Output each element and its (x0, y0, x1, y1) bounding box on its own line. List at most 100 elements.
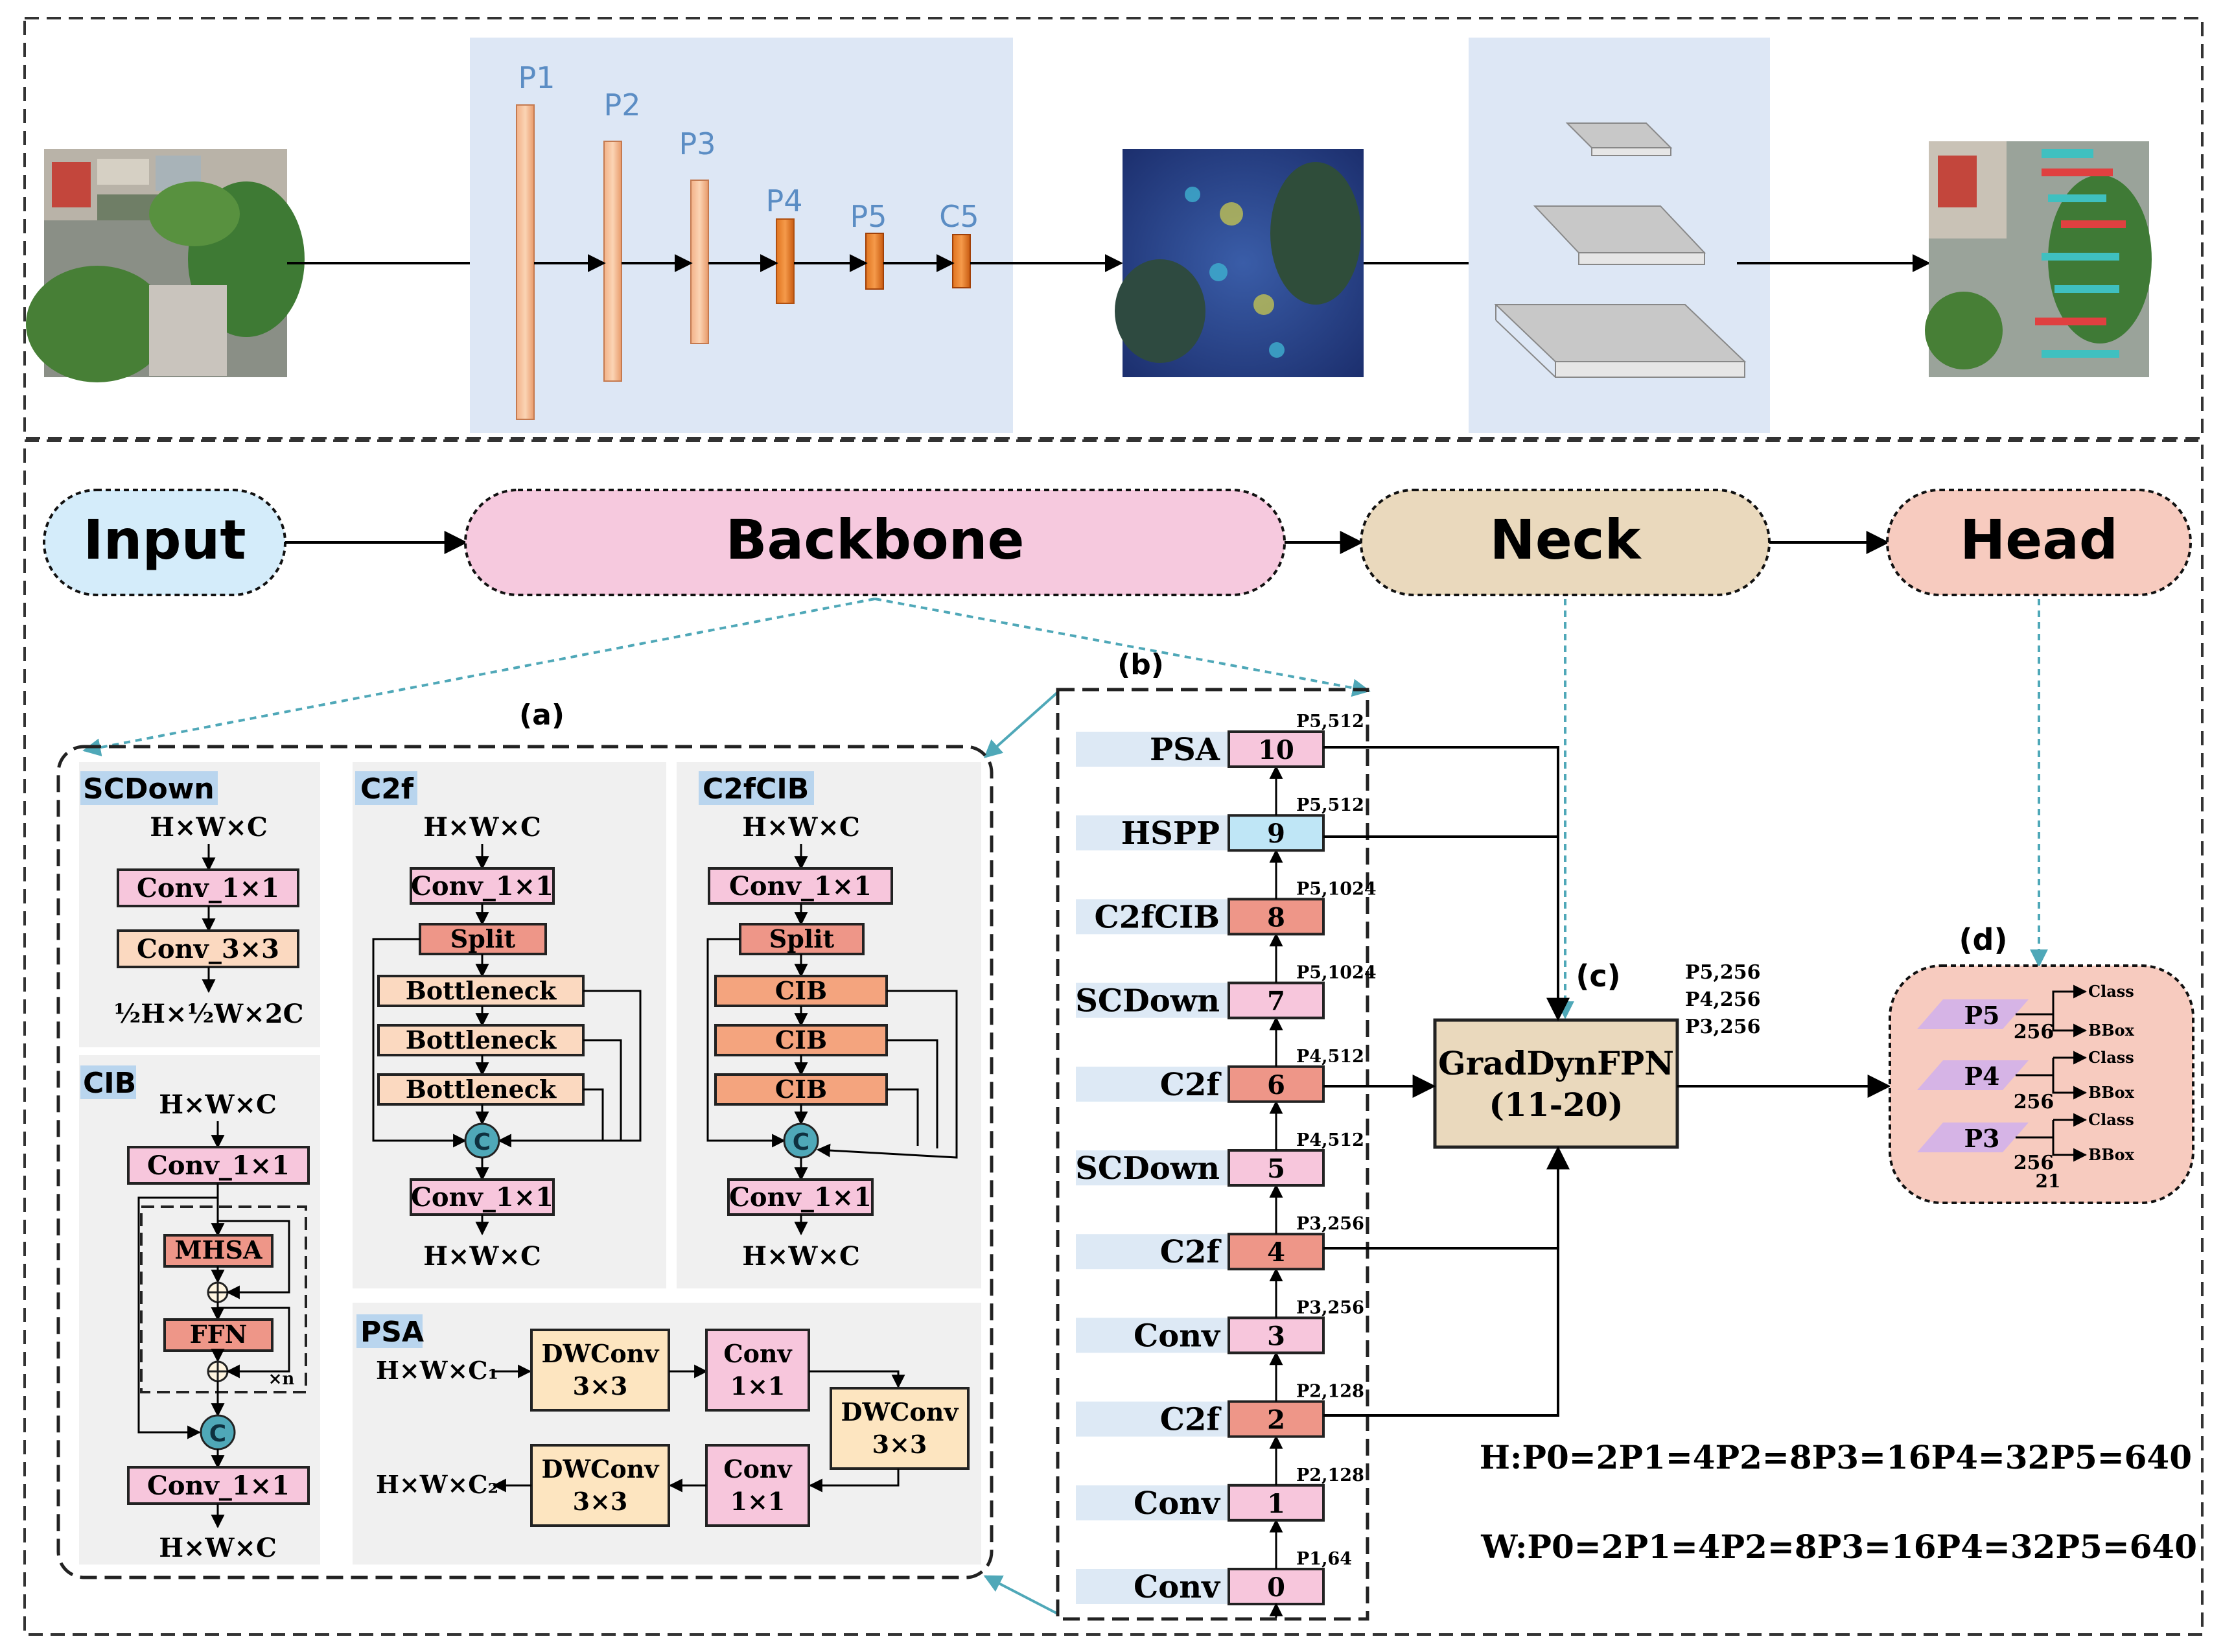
backbone-layer-band (1076, 1150, 1229, 1185)
backbone-layer-band (1076, 1569, 1229, 1604)
graddynfpn-name: GradDynFPN (1438, 1044, 1674, 1082)
label-c: (c) (1576, 959, 1620, 994)
c2f-concat-label: C (474, 1129, 491, 1156)
c2f-title-bg (355, 771, 417, 805)
c2f-conv-out-label: Conv_1×1 (411, 1182, 553, 1213)
c2f-bottleneck-1 (377, 975, 585, 1007)
psa-dwconv-1-line2: 3×3 (573, 1371, 628, 1401)
backbone-layer-dims: P5,512 (1296, 795, 1364, 815)
cib-conv-in (127, 1146, 310, 1185)
c2fcib-input-dims: H×W×C (742, 812, 860, 843)
scdown-title: SCDown (83, 773, 215, 806)
scdown-conv3x3-label: Conv_3×3 (137, 934, 279, 964)
psa-conv-1-line2: 1×1 (730, 1371, 786, 1401)
pyramid-bar-c5 (952, 234, 971, 288)
scdown-conv1x1-label: Conv_1×1 (137, 873, 279, 903)
backbone-layer-name: C2fCIB (1095, 899, 1220, 935)
head-p5-bbox: BBox (2088, 1021, 2135, 1040)
width-formula: W:P0=2P1=4P2=8P3=16P4=32P5=640 (1480, 1528, 2197, 1566)
pyramid-label-p1: P1 (518, 60, 555, 95)
backbone-layer-band (1076, 732, 1229, 767)
backbone-layer-band (1076, 1318, 1229, 1353)
backbone-layer-name: Conv (1134, 1318, 1221, 1354)
backbone-layer-name: C2f (1160, 1234, 1222, 1270)
neck-output-p3: P3,256 (1685, 1016, 1761, 1038)
cib-mhsa-label: MHSA (175, 1235, 262, 1264)
backbone-detail-group (1056, 688, 1369, 1621)
label-b: (b) (1117, 648, 1164, 681)
backbone-layer-dims: P2,128 (1296, 1382, 1364, 1402)
backbone-layer-index: 0 (1267, 1572, 1285, 1603)
head-p4-bbox: BBox (2088, 1083, 2135, 1102)
neck-output-p5: P5,256 (1685, 961, 1761, 984)
c2fcib-output-dims: H×W×C (742, 1241, 860, 1272)
c2fcib-cib-2-label: CIB (775, 1025, 827, 1054)
backbone-layer-index: 2 (1267, 1405, 1285, 1436)
backbone-layer-index: 9 (1267, 819, 1285, 849)
neck-plates (1494, 122, 1747, 378)
psa-dwconv-2-line1: DWConv (841, 1397, 960, 1426)
detection-output-image (1925, 141, 2152, 377)
psa-output-dims: H×W×C₂ (376, 1470, 498, 1499)
c2f-input-dims: H×W×C (423, 812, 541, 843)
c2f-output-dims: H×W×C (423, 1241, 541, 1272)
backbone-layer-name: PSA (1150, 732, 1220, 768)
backbone-layer-box (1228, 898, 1325, 936)
graddynfpn-block (1433, 1018, 1679, 1149)
backbone-layer-dims: P1,64 (1296, 1549, 1352, 1569)
head-scale-p5: P5 Class BBox 256 (1917, 982, 2135, 1043)
psa-input-dims: H×W×C₁ (376, 1356, 498, 1385)
cib-concat-label: C (209, 1421, 226, 1447)
input-image (26, 149, 305, 382)
c2f-split-label: Split (450, 924, 516, 953)
pyramid-bar-p3 (690, 180, 709, 344)
psa-title-bg (356, 1314, 423, 1348)
pyramid-bar-p1 (516, 104, 535, 420)
c2f-title: C2f (360, 773, 414, 806)
head-p3-class: Class (2088, 1110, 2134, 1129)
c2fcib-title: C2fCIB (703, 773, 809, 806)
scdown-title-bg (80, 771, 218, 805)
c2fcib-cib-3-label: CIB (775, 1075, 827, 1104)
cib-repeat-label: ×n (268, 1369, 295, 1389)
backbone-layer-dims: P2,128 (1296, 1465, 1364, 1485)
backbone-layer-box (1228, 1483, 1325, 1522)
c2f-conv-out (410, 1178, 555, 1216)
c2fcib-conv-in-label: Conv_1×1 (729, 871, 872, 902)
backbone-layer-9: HSPP 9 P5,512 (1076, 765, 1364, 852)
backbone-layer-dims: P3,256 (1296, 1297, 1364, 1318)
bottom-panel-border (23, 439, 2204, 1636)
backbone-layer-box (1228, 1400, 1325, 1438)
backbone-layer-band (1076, 1401, 1229, 1437)
cib-title-bg (80, 1065, 136, 1099)
pyramid-label-p3: P3 (679, 126, 716, 161)
c2fcib-split-label: Split (769, 924, 835, 953)
top-panel-border (23, 17, 2204, 439)
backbone-layer-box (1228, 1065, 1325, 1103)
psa-conv-1-line1: Conv (723, 1339, 793, 1368)
head-pill (1886, 489, 2192, 596)
backbone-layer-name: HSPP (1121, 815, 1220, 852)
cib-conv-out-label: Conv_1×1 (147, 1471, 290, 1501)
scdown-conv1x1 (117, 868, 299, 907)
head-p5-class: Class (2088, 982, 2134, 1001)
neck-pill-label: Neck (1490, 508, 1642, 572)
cib-mhsa (163, 1234, 274, 1268)
c2f-conv-in-label: Conv_1×1 (411, 871, 553, 902)
c2f-bottleneck-2-label: Bottleneck (406, 1025, 557, 1054)
head-p4-class: Class (2088, 1048, 2134, 1067)
backbone-layer-index: 4 (1267, 1237, 1285, 1268)
psa-dwconv-1-line1: DWConv (542, 1339, 660, 1368)
head-scale-p3: P3 Class BBox 256 21 (1917, 1110, 2135, 1192)
backbone-pill (464, 489, 1286, 596)
head-p5-channels: 256 (2014, 1021, 2054, 1043)
cib-title: CIB (83, 1067, 136, 1100)
backbone-pill-label: Backbone (726, 508, 1025, 572)
backbone-layer-band (1076, 899, 1229, 935)
cib-conv-in-label: Conv_1×1 (147, 1150, 290, 1181)
